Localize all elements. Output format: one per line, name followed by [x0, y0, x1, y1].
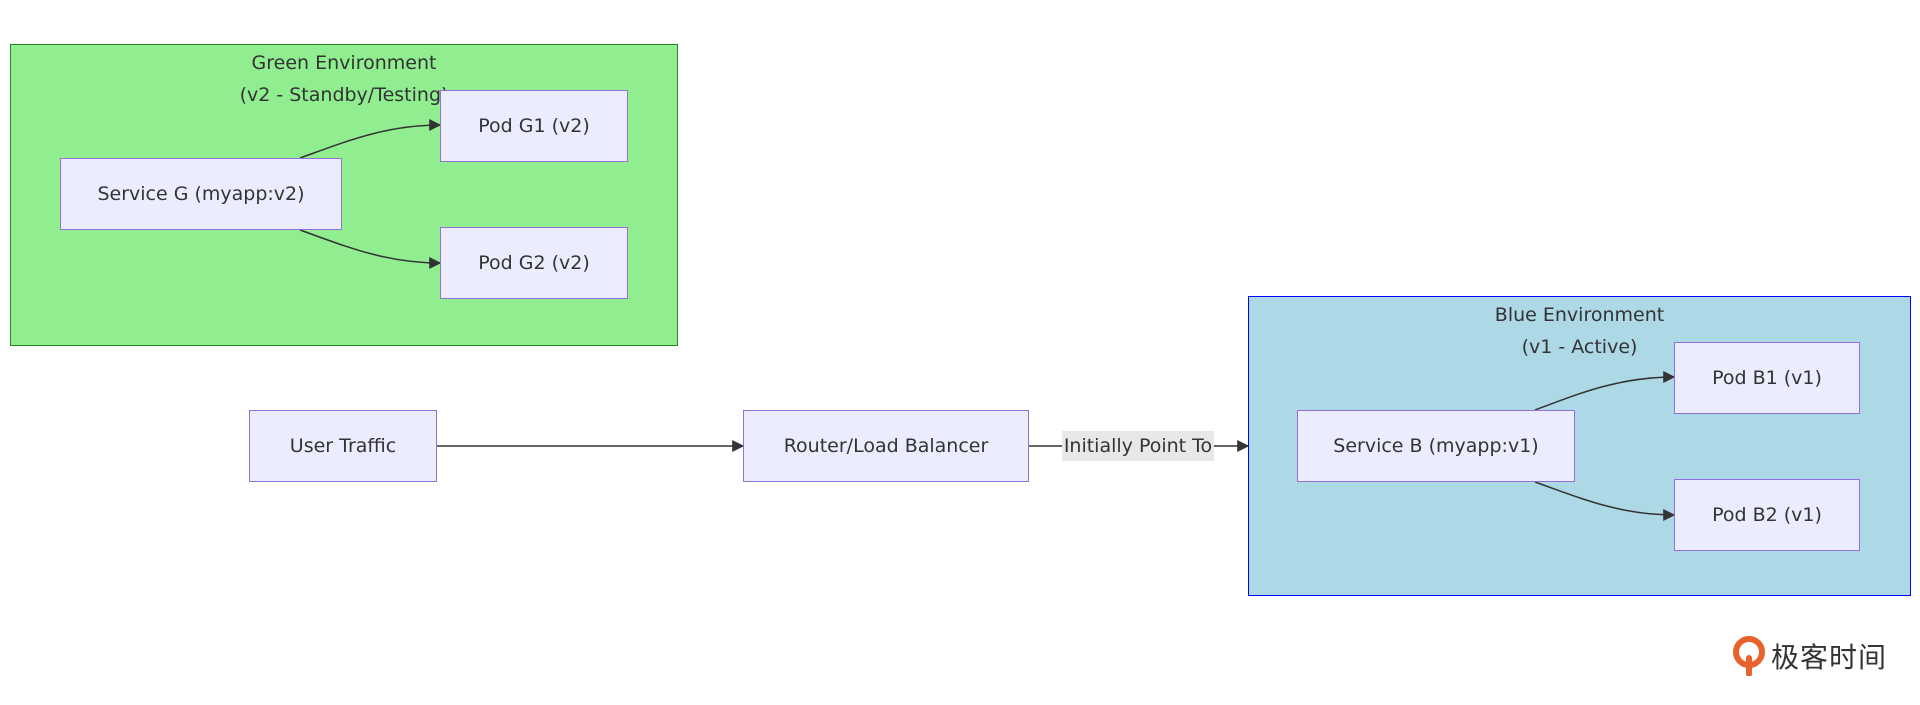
edge-label-initially-point-to: Initially Point To — [1062, 431, 1214, 461]
pod-b1-node[interactable]: Pod B1 (v1) — [1674, 342, 1860, 414]
blue-cluster-subtitle: (v1 - Active) — [1521, 336, 1638, 358]
user-traffic-node[interactable]: User Traffic — [249, 410, 437, 482]
pod-b2-node[interactable]: Pod B2 (v1) — [1674, 479, 1860, 551]
edge-service-b-to-pod-b1 — [1534, 371, 1676, 411]
blue-cluster-title: Blue Environment — [1494, 304, 1665, 326]
edge-service-g-to-pod-g2 — [299, 229, 442, 269]
edge-service-g-to-pod-g1 — [299, 119, 442, 159]
pod-g2-node[interactable]: Pod G2 (v2) — [440, 227, 628, 299]
green-cluster-title: Green Environment — [251, 52, 437, 74]
router-load-balancer-node[interactable]: Router/Load Balancer — [743, 410, 1029, 482]
geektime-logo: 极客时间 — [1733, 636, 1887, 676]
edge-service-b-to-pod-b2 — [1534, 481, 1676, 521]
pod-g1-node[interactable]: Pod G1 (v2) — [440, 90, 628, 162]
geektime-logo-text: 极客时间 — [1771, 641, 1888, 674]
service-b-node[interactable]: Service B (myapp:v1) — [1297, 410, 1575, 482]
service-g-node[interactable]: Service G (myapp:v2) — [60, 158, 342, 230]
green-cluster-subtitle: (v2 - Standby/Testing) — [239, 84, 449, 106]
geektime-logo-icon — [1733, 636, 1765, 676]
